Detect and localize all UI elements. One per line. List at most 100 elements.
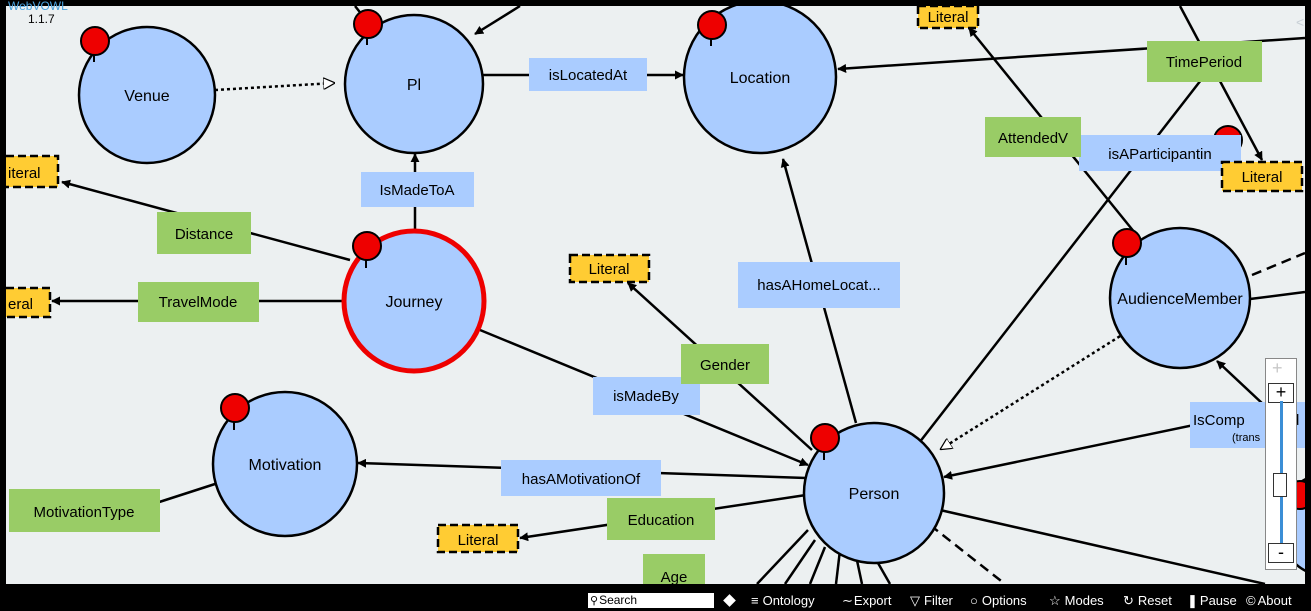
brand: WebVOWL 1.1.7 [6,0,86,26]
literal-top-center-label: Literal [928,9,969,26]
prop-is-made-to-a[interactable]: IsMadeToA [361,172,474,207]
menu-modes-label: Modes [1064,593,1104,608]
collapse-sidebar-icon[interactable]: < [1296,14,1305,30]
edge-person-up-right [911,61,1216,453]
literal-mid[interactable]: Literal [568,253,651,284]
ontology-graph[interactable]: Venue Pl Location Journey Motivation Per… [6,6,1305,584]
prop-is-a-participant-in-label: isAParticipantin [1108,146,1211,163]
prop-motivation-type-label: MotivationType [34,504,135,521]
reset-icon: ↻ [1123,593,1134,608]
prop-distance[interactable]: Distance [157,212,251,254]
literal-left-mid-label: eral [8,296,33,313]
node-motivation-label: Motivation [249,457,322,474]
edge-person-right-1 [939,508,1266,584]
prop-age-label: Age [661,569,688,584]
prop-is-made-by[interactable]: isMadeBy [593,377,700,415]
menu-pause[interactable]: ❚Pause [1187,594,1237,608]
prop-time-period-label: TimePeriod [1166,54,1242,71]
literal-right[interactable]: Literal [1220,160,1304,193]
menu-filter[interactable]: ▽Filter [910,594,953,608]
prop-attended-v[interactable]: AttendedV [985,117,1081,157]
modes-icon: ☆ [1049,593,1061,608]
pin-icon [352,231,382,268]
prop-age[interactable]: Age [643,554,705,584]
node-location[interactable]: Location [682,6,838,155]
literal-left-mid[interactable]: eral [6,286,52,319]
prop-is-made-by-label: isMadeBy [613,388,679,405]
node-pl[interactable]: Pl [343,13,485,155]
prop-gender[interactable]: Gender [681,344,769,384]
node-audience-member[interactable]: AudienceMember [1108,226,1252,370]
node-journey[interactable]: Journey [341,228,487,374]
pause-icon: ❚ [1187,593,1198,608]
app-version: 1.1.7 [28,12,55,26]
prop-time-period[interactable]: TimePeriod [1147,41,1262,82]
prop-distance-label: Distance [175,226,233,243]
literal-right-label: Literal [1242,169,1283,186]
node-pl-label: Pl [407,77,421,94]
menu-export-label: Export [853,593,892,608]
ontology-icon: ≡ [751,593,759,608]
options-icon: ○ [970,593,978,608]
edge-person-down-2 [808,546,827,584]
node-motivation[interactable]: Motivation [211,390,359,538]
literal-top-center[interactable]: Literal [916,6,980,30]
prop-is-comp-sub: (trans [1232,432,1261,444]
edge-top-literal-right [1178,6,1264,161]
node-person[interactable]: Person [802,421,946,565]
prop-has-a-motivation-of-label: hasAMotivationOf [522,471,641,488]
prop-is-made-to-a-label: IsMadeToA [379,182,454,199]
zoom-slider[interactable]: + + - [1265,358,1297,570]
menu-modes[interactable]: ☆Modes [1049,594,1104,608]
pin-icon [810,423,840,460]
edge-person-down-4 [756,529,809,584]
export-icon: ∼ [842,593,853,608]
bottom-menu-bar: ⚲Search ≡Ontology ∼Export ▽Filter ○Optio… [0,584,1311,611]
edge-person-down-3 [783,539,817,584]
edge-pl-top-right [474,6,521,36]
search-input[interactable]: ⚲Search [588,593,714,608]
pin-icon [80,26,110,62]
menu-pause-label: Pause [1199,593,1237,608]
prop-travel-mode-label: TravelMode [159,294,238,311]
app-name: WebVOWL [8,0,68,13]
menu-about[interactable]: ©About [1246,594,1292,608]
node-venue[interactable]: Venue [77,25,217,165]
zoom-in-button[interactable]: + [1268,383,1294,403]
edge-person-right-2 [929,524,1006,584]
pin-icon [1112,228,1142,265]
literal-left-top[interactable]: iteral [6,154,60,189]
pins [80,9,1305,510]
prop-travel-mode[interactable]: TravelMode [138,282,259,322]
menu-export[interactable]: ∼Export [842,594,891,608]
prop-education-label: Education [628,512,695,529]
node-audience-member-label: AudienceMember [1117,291,1243,308]
menu-options-label: Options [981,593,1027,608]
edge-motivation-type [149,482,216,507]
literal-mid-label: Literal [589,261,630,278]
search-menu-icon[interactable] [723,594,736,607]
prop-gender-label: Gender [700,357,750,374]
search-icon: ⚲ [590,595,599,607]
node-journey-label: Journey [386,294,443,311]
node-venue-label: Venue [124,88,169,105]
prop-is-a-participant-in[interactable]: isAParticipantin [1079,135,1241,171]
prop-has-a-home-location[interactable]: hasAHomeLocat... [738,262,900,308]
prop-is-located-at[interactable]: isLocatedAt [529,58,647,91]
zoom-out-button[interactable]: - [1268,543,1294,563]
menu-options[interactable]: ○Options [970,594,1027,608]
graph-canvas[interactable]: Venue Pl Location Journey Motivation Per… [6,6,1305,584]
menu-filter-label: Filter [924,593,953,608]
prop-is-comp-label: IsComp [1193,412,1245,429]
menu-ontology[interactable]: ≡Ontology [751,594,815,608]
literal-left-top-label: iteral [8,165,41,182]
node-location-label: Location [730,70,791,87]
zoom-handle[interactable] [1273,473,1287,497]
literal-bottom-label: Literal [458,532,499,549]
menu-reset[interactable]: ↻Reset [1123,594,1172,608]
prop-education[interactable]: Education [607,498,715,540]
prop-motivation-type[interactable]: MotivationType [9,489,160,532]
edge-audience-right-dashed [1251,251,1305,277]
literal-bottom[interactable]: Literal [436,523,520,554]
prop-has-a-motivation-of[interactable]: hasAMotivationOf [501,460,661,496]
